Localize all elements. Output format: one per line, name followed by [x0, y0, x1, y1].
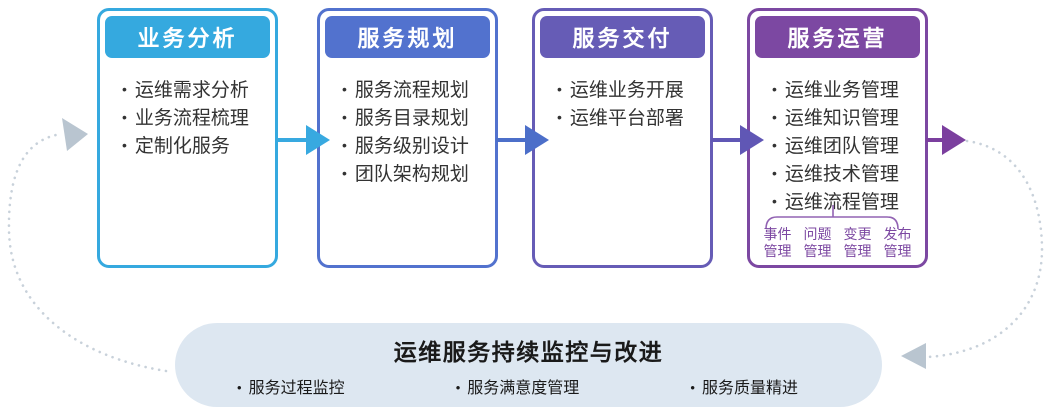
stage-list-item: 运维知识管理	[772, 105, 923, 133]
arrow-stage4-out	[926, 125, 966, 155]
banner-list-item: 服务质量精进	[690, 374, 798, 398]
sub-items-bracket	[765, 205, 899, 230]
stage-box-business-analysis: 业务分析 运维需求分析业务流程梳理定制化服务	[97, 8, 278, 268]
stage-title: 服务规划	[325, 16, 490, 58]
stage-list-item: 运维团队管理	[772, 133, 923, 161]
stage-list-item: 服务级别设计	[342, 133, 493, 161]
stage-title: 业务分析	[105, 16, 270, 58]
stage-box-service-delivery: 服务交付 运维业务开展运维平台部署	[532, 8, 713, 268]
stage-title: 服务运营	[755, 16, 920, 58]
arrow-shaft	[277, 138, 312, 142]
sub-item: 事件管理	[763, 226, 792, 259]
sub-item: 问题管理	[803, 226, 832, 259]
arrow-shaft	[711, 138, 746, 142]
arrow-right-icon	[306, 125, 330, 155]
right-left-arrowhead-icon	[901, 343, 926, 369]
stage-list-item: 运维业务开展	[557, 77, 708, 105]
stage-item-list: 运维业务管理运维知识管理运维团队管理运维技术管理运维流程管理	[772, 77, 923, 217]
stage-list-item: 服务目录规划	[342, 105, 493, 133]
arrow-right-icon	[525, 125, 549, 155]
banner-list-item: 服务过程监控	[237, 374, 345, 398]
left-up-arrowhead-icon	[62, 118, 88, 151]
continuous-improvement-banner: 运维服务持续监控与改进 服务过程监控 服务满意度管理 服务质量精进	[175, 323, 882, 407]
arrow-stage1-to-stage2	[277, 125, 330, 155]
stage-box-service-operation: 服务运营 运维业务管理运维知识管理运维团队管理运维技术管理运维流程管理 事件管理…	[747, 8, 928, 268]
banner-list-item: 服务满意度管理	[456, 374, 579, 398]
stage-list-item: 运维平台部署	[557, 105, 708, 133]
arrow-shaft	[496, 138, 531, 142]
stage-list-item: 运维技术管理	[772, 161, 923, 189]
banner-item-list: 服务过程监控 服务满意度管理 服务质量精进	[175, 367, 882, 398]
stage-list-item: 业务流程梳理	[122, 105, 273, 133]
arrow-right-icon	[740, 125, 764, 155]
stage-list-item: 定制化服务	[122, 133, 273, 161]
stage-list-item: 运维流程管理	[772, 189, 923, 217]
bracket-line	[765, 216, 899, 230]
stage-title: 服务交付	[540, 16, 705, 58]
arrow-shaft	[926, 138, 948, 142]
stage-list-item: 运维业务管理	[772, 77, 923, 105]
sub-item: 发布管理	[883, 226, 912, 259]
banner-title: 运维服务持续监控与改进	[393, 339, 664, 365]
right-dotted-arc	[925, 139, 1044, 359]
arrow-right-icon	[942, 125, 966, 155]
sub-item: 变更管理	[843, 226, 872, 259]
stage-list-item: 服务流程规划	[342, 77, 493, 105]
stage-item-list: 服务流程规划服务目录规划服务级别设计团队架构规划	[342, 77, 493, 189]
stage-item-list: 运维需求分析业务流程梳理定制化服务	[122, 77, 273, 161]
stage-list-item: 运维需求分析	[122, 77, 273, 105]
arrow-stage3-to-stage4	[711, 125, 764, 155]
stage-list-item: 团队架构规划	[342, 161, 493, 189]
itil-process-sub-items: 事件管理问题管理变更管理发布管理	[750, 226, 925, 260]
stage-item-list: 运维业务开展运维平台部署	[557, 77, 708, 133]
stage-box-service-planning: 服务规划 服务流程规划服务目录规划服务级别设计团队架构规划	[317, 8, 498, 268]
arrow-stage2-to-stage3	[496, 125, 549, 155]
